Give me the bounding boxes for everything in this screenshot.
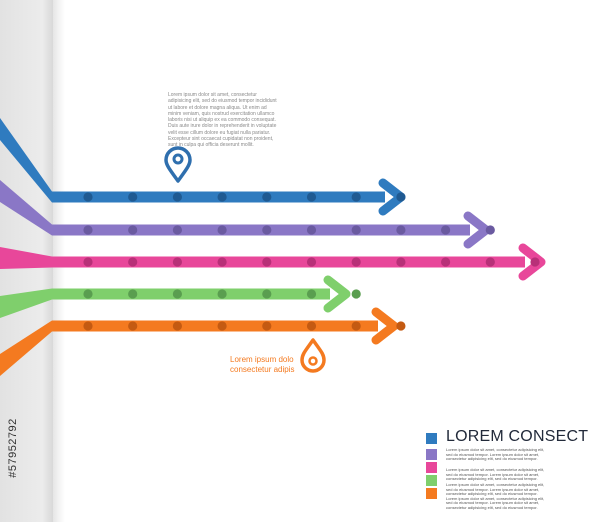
arrow-dot	[306, 321, 317, 331]
arrow-shaft	[52, 320, 378, 332]
arrow-source-band	[0, 118, 52, 203]
location-pin-icon	[164, 146, 192, 183]
pin-hole	[172, 153, 184, 165]
legend-text-3: Lorem ipsum dolor sit amet, consectetur …	[446, 482, 545, 510]
arrow-dot	[217, 225, 227, 235]
arrow-head	[463, 211, 491, 249]
arrow-dot	[172, 257, 182, 267]
arrow-dot	[351, 257, 361, 267]
arrow-dot	[128, 289, 138, 299]
arrow-dot	[441, 225, 451, 235]
arrow-dot	[83, 257, 93, 267]
arrow-dot	[396, 257, 406, 267]
legend-swatch-pink	[426, 462, 437, 473]
arrow-dot	[128, 225, 138, 235]
arrow-source-band	[0, 180, 52, 236]
stock-id-text: #57952792	[7, 418, 19, 478]
arrow-dot	[217, 321, 227, 331]
arrow-source-band	[0, 288, 52, 318]
arrow-dot	[485, 257, 495, 267]
legend-swatch-blue	[426, 433, 437, 444]
arrow-shaft	[52, 224, 470, 236]
arrow-dot	[172, 225, 182, 235]
arrow-dot	[172, 321, 182, 331]
arrow-shaft	[52, 256, 525, 268]
orange-note: Lorem ipsum dolo consectetur adipis	[230, 355, 350, 375]
arrow-3	[0, 243, 546, 281]
arrow-head	[371, 307, 399, 345]
legend-swatch-purple	[426, 449, 437, 460]
arrow-1	[0, 118, 406, 216]
legend-item	[426, 461, 596, 475]
pin-body	[164, 146, 192, 183]
note-line-1: Lorem ipsum dolo	[230, 355, 294, 364]
arrow-dot	[396, 321, 406, 331]
arrow-5	[0, 307, 406, 376]
arrow-dot	[351, 225, 361, 235]
arrow-dot	[306, 192, 317, 202]
arrow-dot	[306, 225, 317, 235]
arrow-dot	[351, 321, 361, 331]
legend-swatch-orange	[426, 488, 437, 499]
arrow-dot	[396, 192, 406, 202]
legend-title: LOREM CONSECT	[446, 428, 589, 445]
arrow-dot	[83, 192, 93, 202]
drop-hole	[308, 356, 318, 366]
arrow-shaft	[52, 288, 330, 300]
arrow-dot	[262, 257, 272, 267]
arrow-dot	[217, 257, 227, 267]
arrow-dot	[306, 257, 317, 267]
drop-body	[300, 338, 326, 373]
arrow-4	[0, 275, 361, 318]
legend-item: Lorem ipsum dolor sit amet, consectetur …	[426, 447, 596, 462]
legend-text-2: Lorem ipsum dolor sit amet, consectetur …	[446, 467, 545, 482]
arrow-source-band	[0, 320, 52, 376]
arrow-dot	[217, 289, 227, 299]
arrow-dot	[441, 257, 451, 267]
arrow-head	[323, 275, 351, 313]
note-line-2: consectetur adipis	[230, 365, 295, 374]
arrow-dot	[172, 289, 182, 299]
arrow-source-band	[0, 247, 52, 269]
legend-item	[426, 432, 596, 446]
arrow-dot	[83, 321, 93, 331]
arrow-dot	[262, 289, 272, 299]
legend-swatch-green	[426, 475, 437, 486]
arrow-dot	[351, 289, 361, 299]
arrow-2	[0, 180, 495, 249]
description-text: Lorem ipsum dolor sit amet, consectetur …	[168, 92, 277, 149]
arrow-dot	[172, 192, 182, 202]
arrow-dot	[128, 192, 138, 202]
drop-pin-icon	[300, 338, 326, 373]
arrow-dot	[306, 289, 317, 299]
arrow-dot	[128, 321, 138, 331]
arrow-dot	[128, 257, 138, 267]
arrow-dot	[262, 192, 272, 202]
legend-item: Lorem ipsum dolor sit amet, consectetur …	[426, 467, 596, 482]
arrow-dot	[262, 321, 272, 331]
arrow-dot	[262, 225, 272, 235]
arrow-dot	[530, 257, 540, 267]
arrow-dot	[83, 225, 93, 235]
arrow-dot	[485, 225, 495, 235]
legend-text-1: Lorem ipsum dolor sit amet, consectetur …	[446, 447, 545, 462]
stock-id-label: #57952792	[2, 388, 24, 508]
arrow-dot	[396, 225, 406, 235]
arrow-head	[518, 243, 546, 281]
legend-item: Lorem ipsum dolor sit amet, consectetur …	[426, 482, 596, 510]
arrow-dot	[83, 289, 93, 299]
arrow-dot	[217, 192, 227, 202]
arrow-dot	[351, 192, 361, 202]
legend-item	[426, 474, 596, 488]
